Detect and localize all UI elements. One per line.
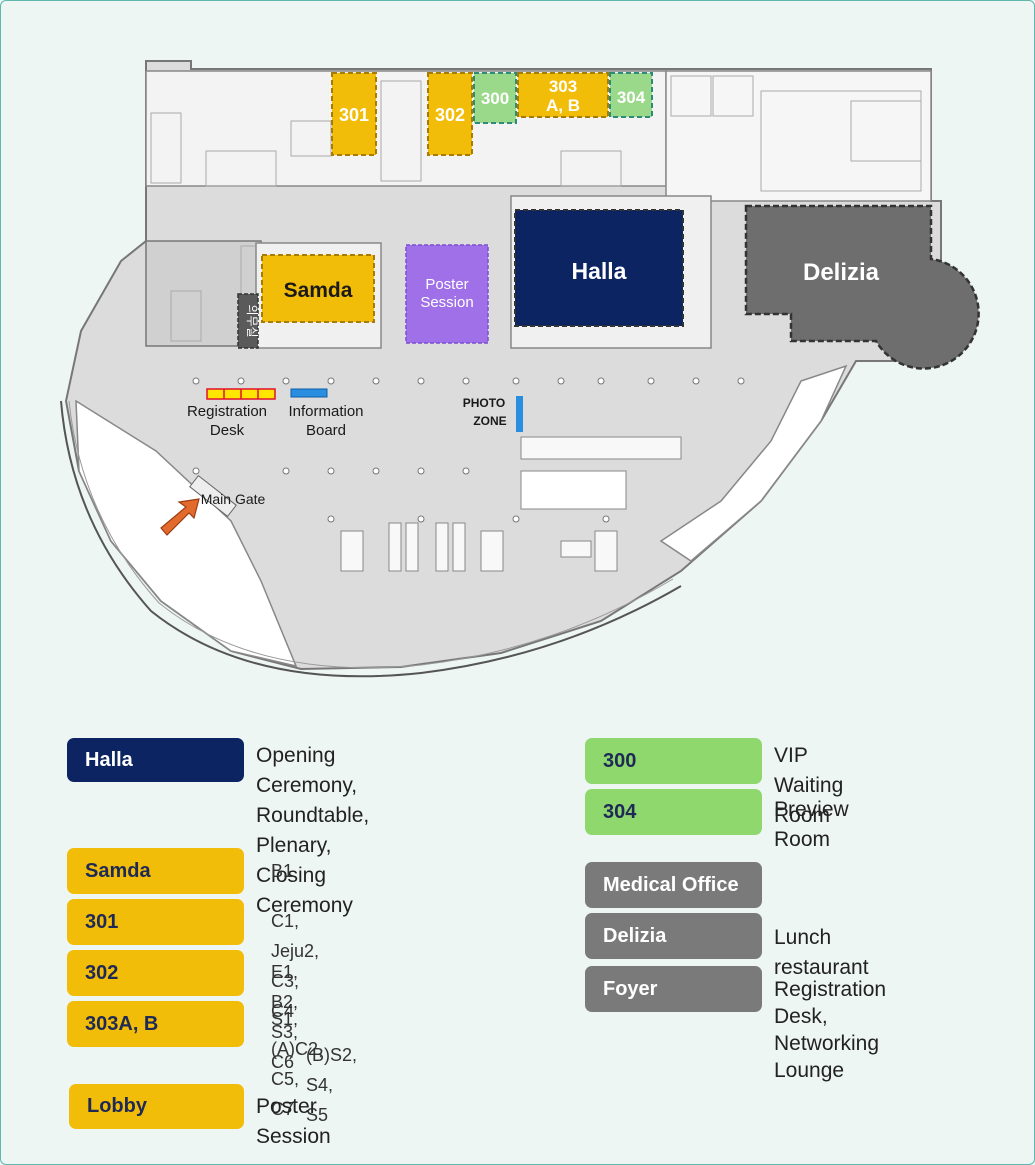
room-medical[interactable]	[237, 293, 259, 349]
room-delizia-label: Delizia	[803, 259, 880, 286]
legend-delizia-label: Delizia	[603, 924, 667, 947]
room-304[interactable]	[609, 72, 653, 118]
legend-302-desc: E1, B2, S3, C6	[271, 962, 299, 1072]
legend-304-label: 304	[603, 800, 637, 823]
legend-samda-desc: B1	[271, 861, 294, 881]
room-300[interactable]	[473, 72, 517, 124]
information-board-marker[interactable]	[290, 388, 328, 398]
legend-304-pill: 304	[585, 789, 762, 835]
main-gate-arrow-icon	[160, 498, 200, 536]
information-board-label-line1: Information	[288, 403, 363, 420]
floor-plan: 301 302 300 303 A, B 304 Samda 의무실 Poste…	[60, 60, 980, 678]
legend-foyer-pill: Foyer	[585, 966, 762, 1012]
room-303-label-line1: 303	[549, 77, 577, 96]
legend-304-desc: Preview Room	[774, 798, 849, 851]
legend-303-pill: 303A, B	[67, 1001, 244, 1047]
legend-foyer-desc-2: Networking Lounge	[774, 1032, 880, 1082]
legend-301-pill: 301	[67, 899, 244, 945]
legend-303-desc-a: S1, (A)C2, C5, C7	[271, 1009, 324, 1119]
legend-samda-label: Samda	[85, 859, 151, 882]
registration-desk-label-line1: Registration	[187, 403, 267, 420]
legend-delizia-pill: Delizia	[585, 913, 762, 959]
room-301[interactable]	[331, 72, 377, 156]
legend-lobby-pill: Lobby	[69, 1084, 244, 1129]
legend-medical-label: Medical Office	[603, 873, 739, 896]
room-samda[interactable]	[261, 254, 375, 323]
poster-session-line1: Poster	[425, 276, 468, 293]
legend-foyer-desc-1: Registration Desk,	[774, 978, 887, 1028]
legend-303-desc-b: (B)S2, S4, S5	[306, 1045, 358, 1125]
registration-desk-marker[interactable]	[206, 388, 276, 400]
legend-foyer-desc: Registration Desk, Networking Lounge	[774, 976, 886, 1084]
room-303[interactable]	[517, 72, 609, 118]
room-halla[interactable]	[514, 209, 684, 327]
photo-zone-marker[interactable]	[516, 396, 523, 432]
outer-terrace	[659, 364, 848, 562]
legend-302-pill: 302	[67, 950, 244, 996]
legend-halla-desc: Opening Ceremony, Roundtable, Plenary, C…	[256, 741, 369, 921]
legend-halla-pill: Halla	[67, 738, 244, 782]
legend-301-label: 301	[85, 910, 119, 933]
legend-301-desc: C1, Jeju2, C3, C4	[271, 911, 320, 1021]
photo-zone-label-line2: ZONE	[473, 414, 506, 428]
room-delizia[interactable]	[744, 204, 980, 370]
right-service-block	[665, 70, 932, 202]
legend-halla-desc-3: Closing Ceremony	[256, 864, 353, 917]
room-300-label: 300	[481, 89, 509, 108]
legend-300-desc: VIP Waiting Room	[774, 744, 844, 827]
registration-desk-label-line2: Desk	[210, 422, 245, 439]
escalators	[340, 436, 682, 572]
room-301-label: 301	[339, 105, 369, 125]
legend-halla-desc-2: Roundtable, Plenary,	[256, 804, 370, 857]
information-board-label-line2: Board	[306, 422, 346, 439]
legend-foyer-label: Foyer	[603, 977, 658, 1000]
legend-delizia-desc: Lunch restaurant	[774, 926, 869, 979]
room-medical-label: 의무실	[245, 304, 259, 337]
facade-arc-inner	[68, 400, 674, 669]
room-303-label-line2: A, B	[546, 96, 580, 115]
area-poster-session[interactable]	[405, 244, 489, 344]
room-302-label: 302	[435, 105, 465, 125]
room-302[interactable]	[427, 72, 473, 156]
room-halla-label: Halla	[572, 258, 627, 284]
main-gate-label: Main Gate	[201, 491, 266, 507]
legend-300-pill: 300	[585, 738, 762, 784]
legend-halla-label: Halla	[85, 748, 133, 771]
poster-session-line2: Session	[420, 294, 473, 311]
legend-302-label: 302	[85, 961, 119, 984]
room-samda-label: Samda	[284, 279, 353, 302]
room-304-label: 304	[617, 88, 646, 107]
legend-lobby-label: Lobby	[87, 1095, 147, 1117]
main-gate-door	[189, 475, 237, 517]
legend-lobby-desc: Poster Session	[256, 1095, 331, 1148]
upper-right-open	[520, 470, 627, 510]
legend-303-label: 303A, B	[85, 1012, 159, 1035]
legend-medical-pill: Medical Office	[585, 862, 762, 908]
legend-halla-desc-1: Opening Ceremony,	[256, 744, 358, 797]
columns	[192, 377, 745, 523]
legend-samda-pill: Samda	[67, 848, 244, 894]
photo-zone-label-line1: PHOTO	[463, 396, 505, 410]
legend-300-label: 300	[603, 749, 637, 772]
facade-arc	[60, 400, 682, 678]
service-detail-lines	[150, 75, 922, 342]
